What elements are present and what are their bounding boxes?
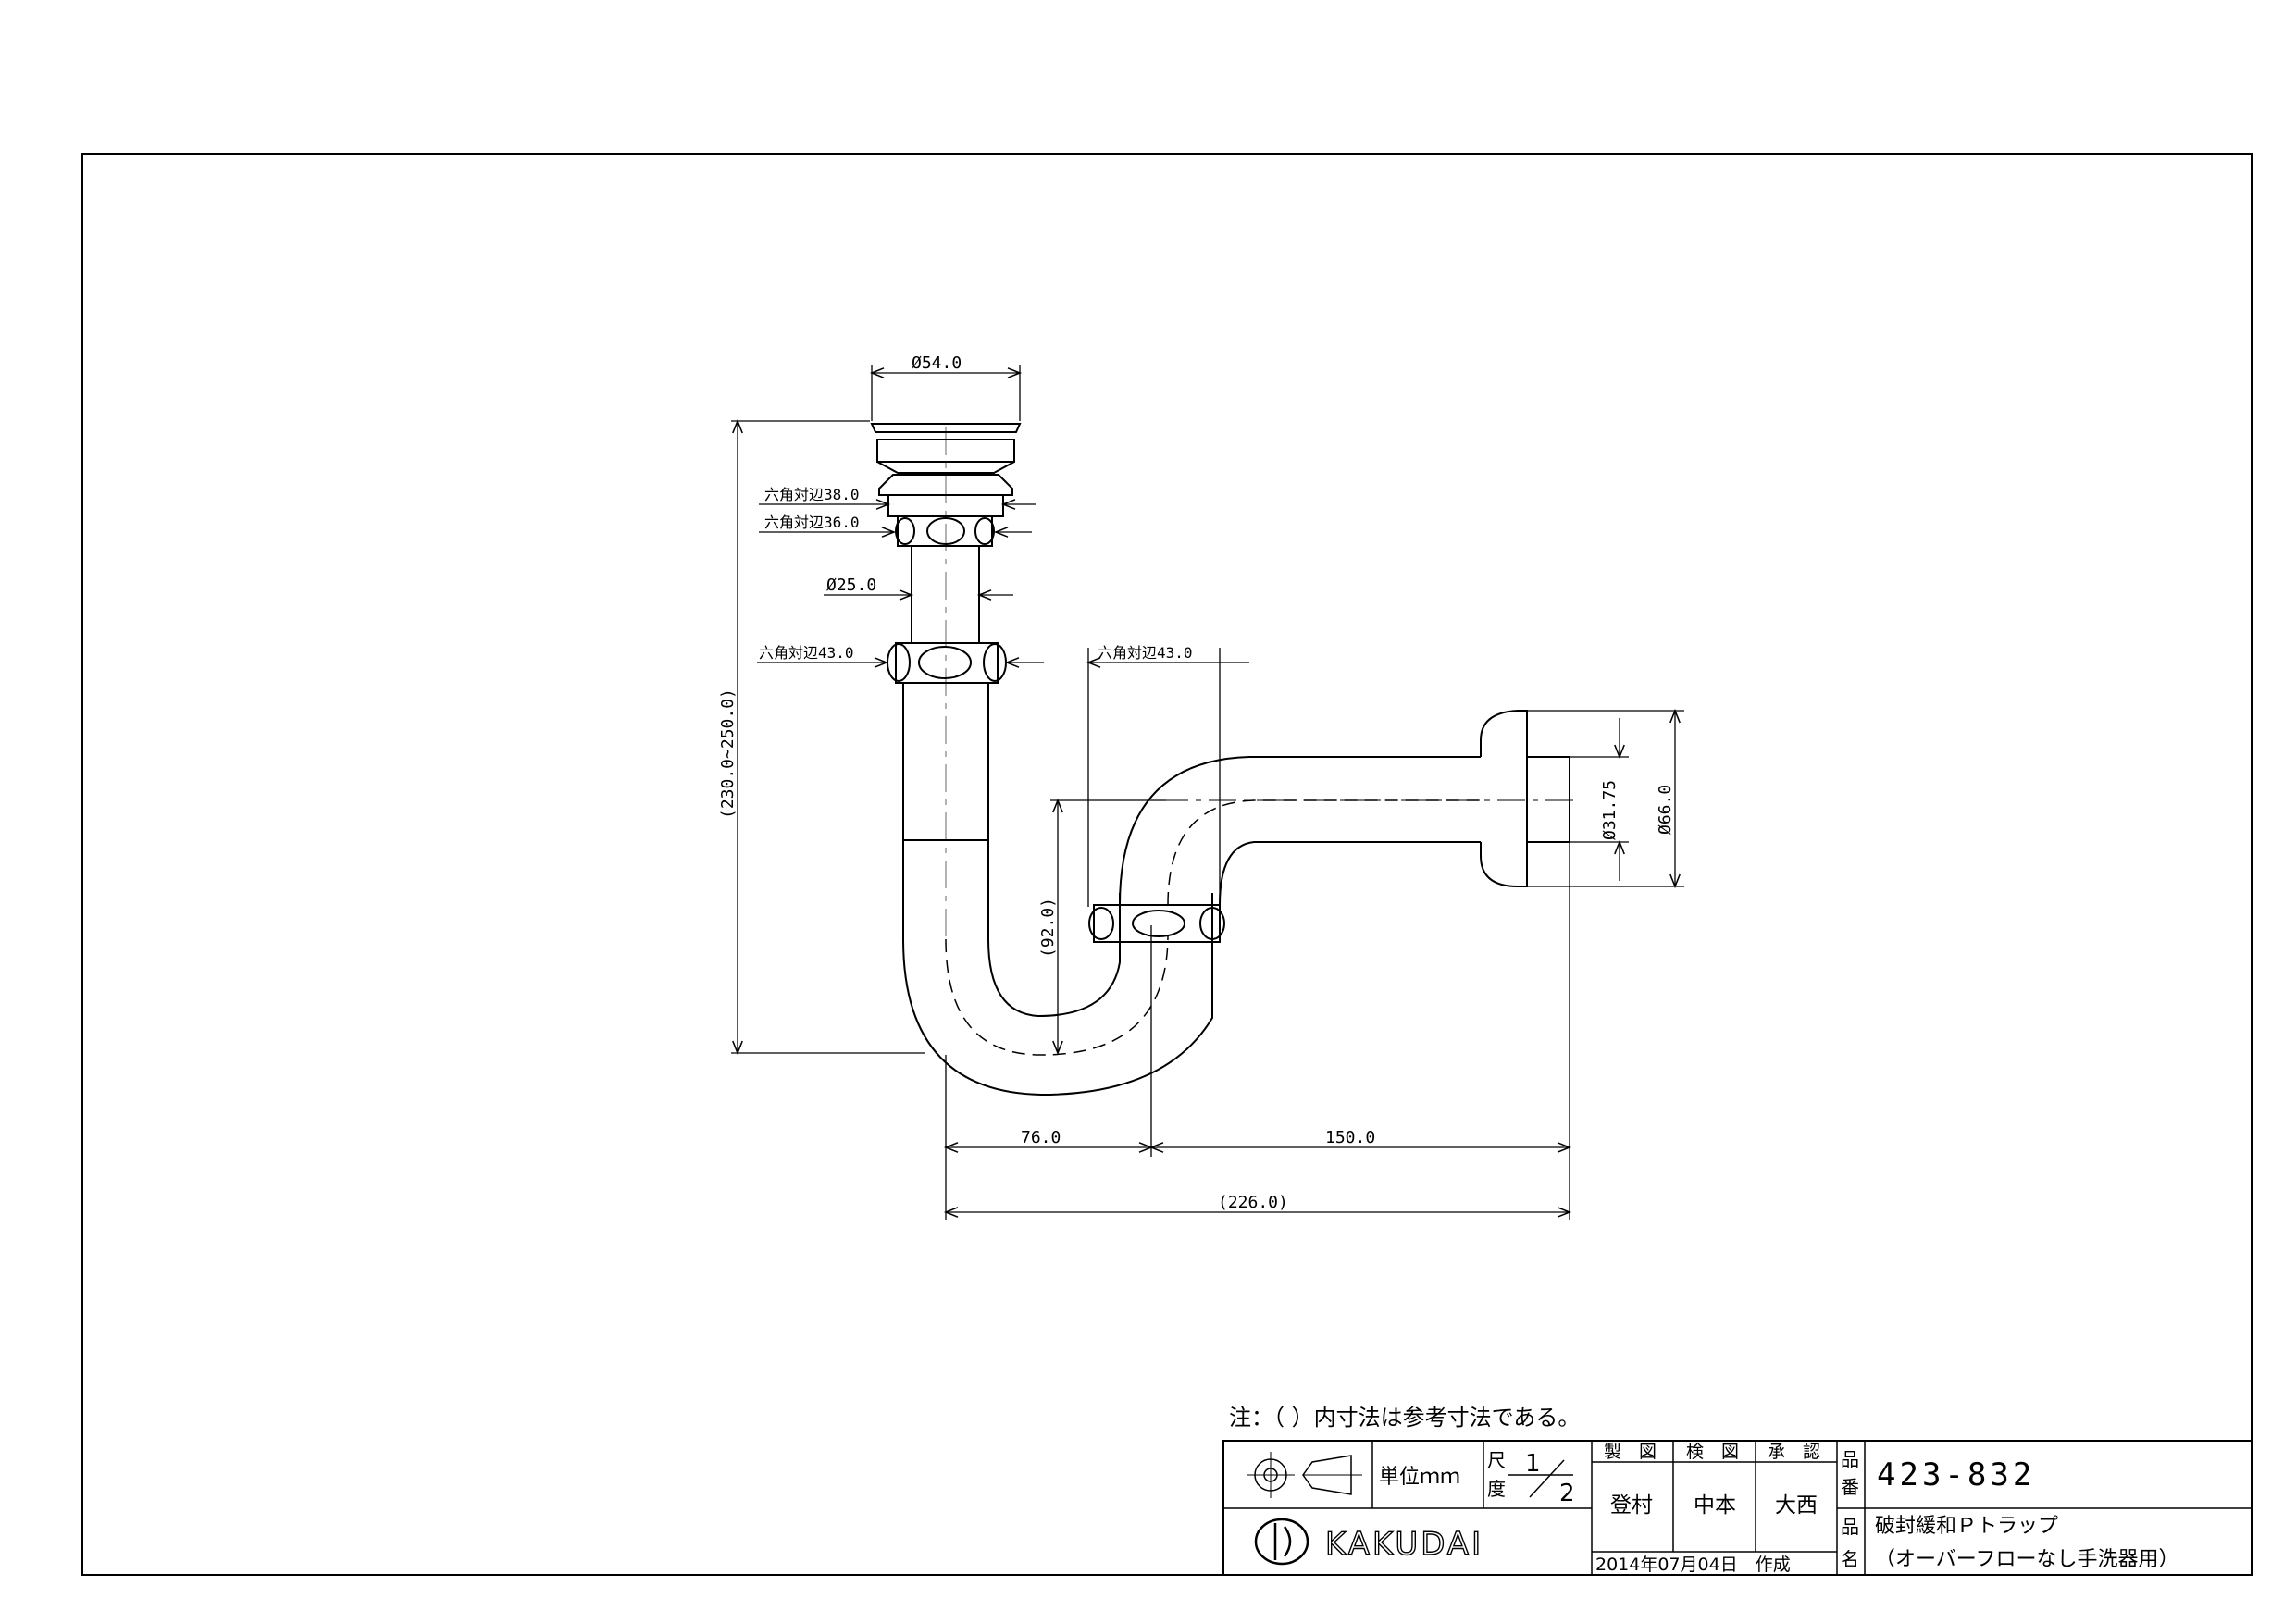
part-name-label-1: 品 xyxy=(1841,1516,1859,1538)
dim-pipe-diameter: Ø25.0 xyxy=(826,576,876,595)
part-number: 423-832 xyxy=(1877,1456,2035,1493)
part-no-label-2: 番 xyxy=(1841,1476,1859,1498)
name-approved: 大西 xyxy=(1775,1493,1818,1518)
outlet-bend-outer xyxy=(1119,756,1481,906)
strainer-body xyxy=(876,461,1015,474)
part-name-line-2: （オーバーフローなし手洗器用） xyxy=(1875,1548,2178,1571)
drawing-frame xyxy=(81,153,2253,1576)
dim-flange-diameter: Ø66.0 xyxy=(1656,785,1675,835)
dim-outlet-inner: Ø31.75 xyxy=(1600,780,1620,840)
u-bend-outer xyxy=(902,893,1213,1096)
dimension-lines xyxy=(731,365,1684,1220)
creation-date: 2014年07月04日 作成 xyxy=(1595,1555,1791,1575)
name-made: 登村 xyxy=(1610,1493,1653,1518)
header-made: 製 図 xyxy=(1604,1442,1657,1462)
part-name-label-2: 名 xyxy=(1841,1548,1859,1570)
part-no-label-1: 品 xyxy=(1841,1448,1859,1470)
hex-nut-36-body xyxy=(897,515,993,547)
p-trap-part xyxy=(870,423,1573,1096)
wall-flange xyxy=(1480,710,1528,887)
dim-overall-height: (230.0~250.0) xyxy=(718,688,738,819)
header-checked: 検 図 xyxy=(1686,1442,1739,1462)
flange-face xyxy=(1526,756,1570,843)
strainer-taper xyxy=(878,474,1013,496)
scale-denominator: 2 xyxy=(1559,1480,1575,1507)
brand-name: KAKUDAI xyxy=(1325,1526,1483,1563)
title-block xyxy=(1222,1440,2253,1576)
dim-horizontal-76: 76.0 xyxy=(1021,1128,1061,1147)
slip-nut-upper xyxy=(895,642,999,684)
dim-hex-36: 六角対辺36.0 xyxy=(764,514,860,531)
scale-label-2: 度 xyxy=(1487,1478,1506,1500)
name-checked: 中本 xyxy=(1694,1493,1736,1518)
dim-hex-43-right: 六角対辺43.0 xyxy=(1098,644,1193,662)
dim-overall-width: (226.0) xyxy=(1218,1193,1288,1212)
dim-trap-depth: (92.0) xyxy=(1038,898,1058,958)
scale-numerator: 1 xyxy=(1525,1450,1541,1478)
unit-label: 単位ｍｍ xyxy=(1379,1466,1460,1489)
kakudai-logo-icon xyxy=(1254,1518,1309,1566)
strainer-cap xyxy=(870,423,1022,433)
dim-top-diameter: Ø54.0 xyxy=(912,353,962,373)
dim-horizontal-150: 150.0 xyxy=(1325,1128,1375,1147)
dim-hex-43-left: 六角対辺43.0 xyxy=(759,644,854,662)
header-approved: 承 認 xyxy=(1768,1442,1820,1462)
reference-note: 注：（ ）内寸法は参考寸法である。 xyxy=(1229,1405,1580,1431)
part-name-line-1: 破封緩和Ｐトラップ xyxy=(1875,1515,2058,1538)
slip-nut-lower xyxy=(1093,904,1221,943)
scale-label-1: 尺 xyxy=(1487,1449,1506,1471)
dim-hex-38: 六角対辺38.0 xyxy=(764,486,860,503)
outlet-bend-inner xyxy=(1219,841,1481,906)
u-bend-inner xyxy=(987,893,1121,1018)
